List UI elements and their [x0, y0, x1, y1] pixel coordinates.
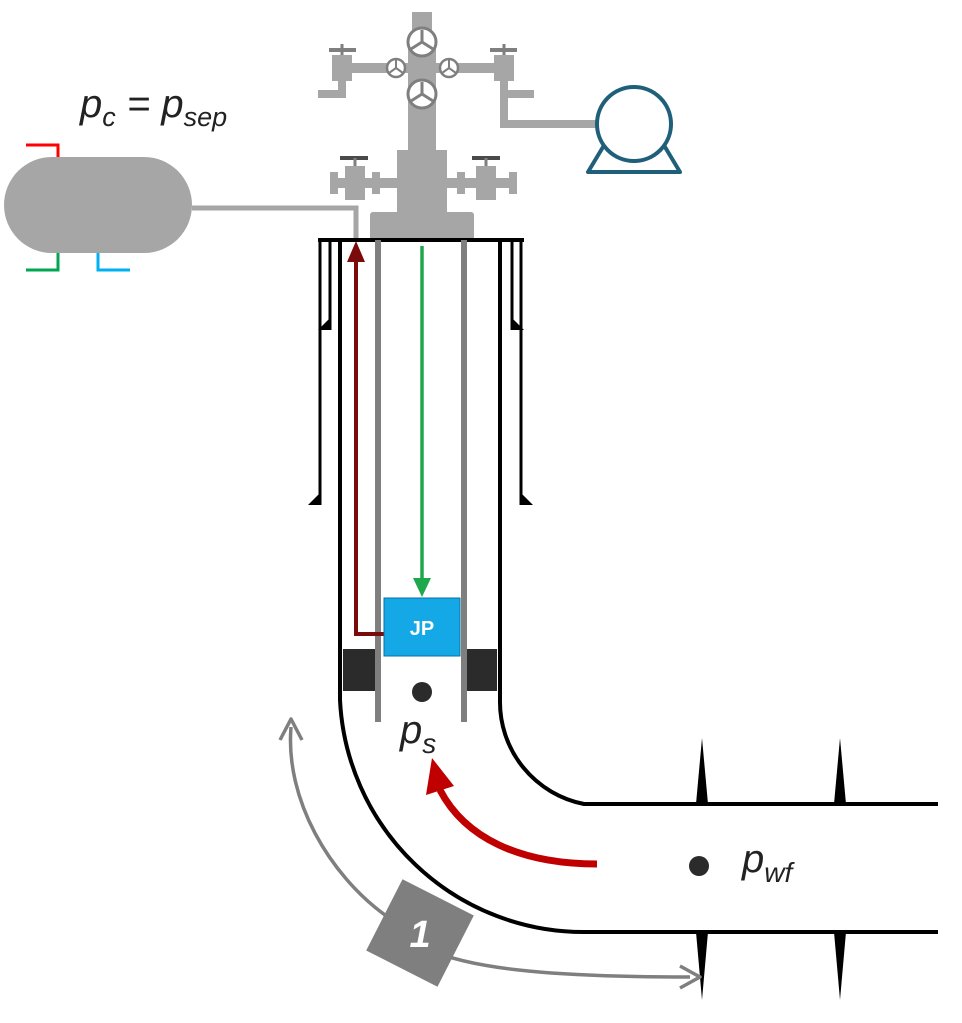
pump-icon [586, 85, 682, 174]
jet-pump-label: JP [410, 618, 434, 640]
wellhead-icon [318, 12, 596, 240]
bottomhole-pressure-point [689, 856, 709, 876]
casing [308, 238, 938, 935]
separator-flowline [192, 205, 359, 240]
section-curve-arrow [278, 717, 702, 990]
reservoir-inflow-arrow [426, 758, 598, 868]
return-flow-arrow [347, 241, 384, 636]
suction-pressure-point [412, 682, 432, 702]
packer [343, 649, 497, 691]
step-number: 1 [409, 914, 430, 956]
separator-icon [4, 143, 192, 272]
bottomhole-pressure-label: pwf [741, 837, 795, 888]
jet-pump: JP [383, 597, 461, 657]
casing-pressure-label: pc = psep [79, 82, 227, 132]
suction-pressure-label: ps [399, 708, 436, 759]
perforations [696, 738, 846, 1000]
tubing [375, 240, 467, 722]
step-badge: 1 [366, 879, 474, 987]
power-fluid-arrow [413, 246, 431, 597]
